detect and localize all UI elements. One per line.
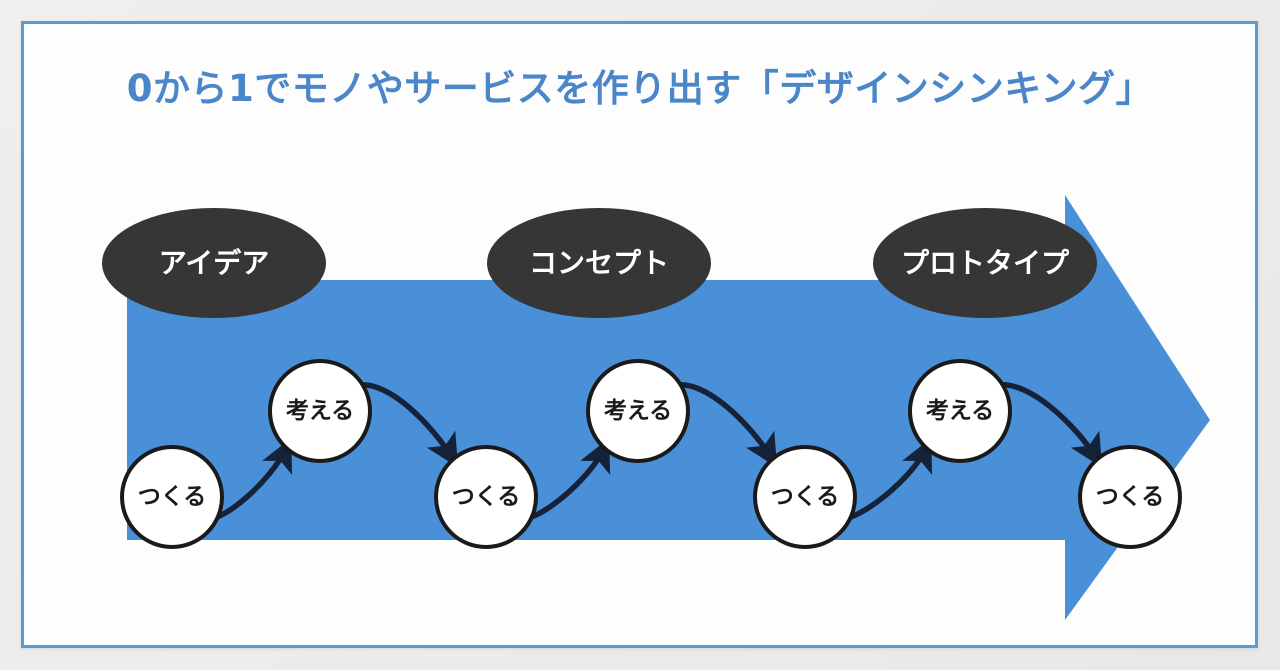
- step-circle: [268, 359, 372, 463]
- step-circle: [434, 445, 538, 549]
- phase-group: アイデア コンセプト プロトタイプ: [102, 208, 1097, 318]
- phase-label: コンセプト: [529, 247, 669, 280]
- phase-label: アイデア: [159, 247, 270, 280]
- step-circle: [753, 445, 857, 549]
- step-6[interactable]: 考える: [908, 359, 1012, 463]
- step-label: つくる: [771, 484, 840, 510]
- phase-ellipse: [487, 208, 711, 318]
- step-4[interactable]: 考える: [586, 359, 690, 463]
- step-circle: [1078, 445, 1182, 549]
- phase-label: プロトタイプ: [901, 247, 1070, 280]
- step-label: 考える: [286, 398, 354, 424]
- step-label: 考える: [926, 398, 994, 424]
- step-1[interactable]: つくる: [120, 445, 224, 549]
- step-circle: [120, 445, 224, 549]
- page-title: 0から1でモノやサービスを作り出す「デザインシンキング」: [126, 67, 1154, 110]
- phase-1[interactable]: アイデア: [102, 208, 326, 318]
- step-circle: [586, 359, 690, 463]
- phase-ellipse: [102, 208, 326, 318]
- phase-2[interactable]: コンセプト: [487, 208, 711, 318]
- step-7[interactable]: つくる: [1078, 445, 1182, 549]
- phase-ellipse: [873, 208, 1097, 318]
- step-label: つくる: [138, 484, 207, 510]
- step-label: つくる: [1096, 484, 1165, 510]
- step-3[interactable]: つくる: [434, 445, 538, 549]
- step-5[interactable]: つくる: [753, 445, 857, 549]
- step-circle: [908, 359, 1012, 463]
- phase-3[interactable]: プロトタイプ: [873, 208, 1097, 318]
- step-2[interactable]: 考える: [268, 359, 372, 463]
- step-label: 考える: [604, 398, 672, 424]
- step-label: つくる: [452, 484, 521, 510]
